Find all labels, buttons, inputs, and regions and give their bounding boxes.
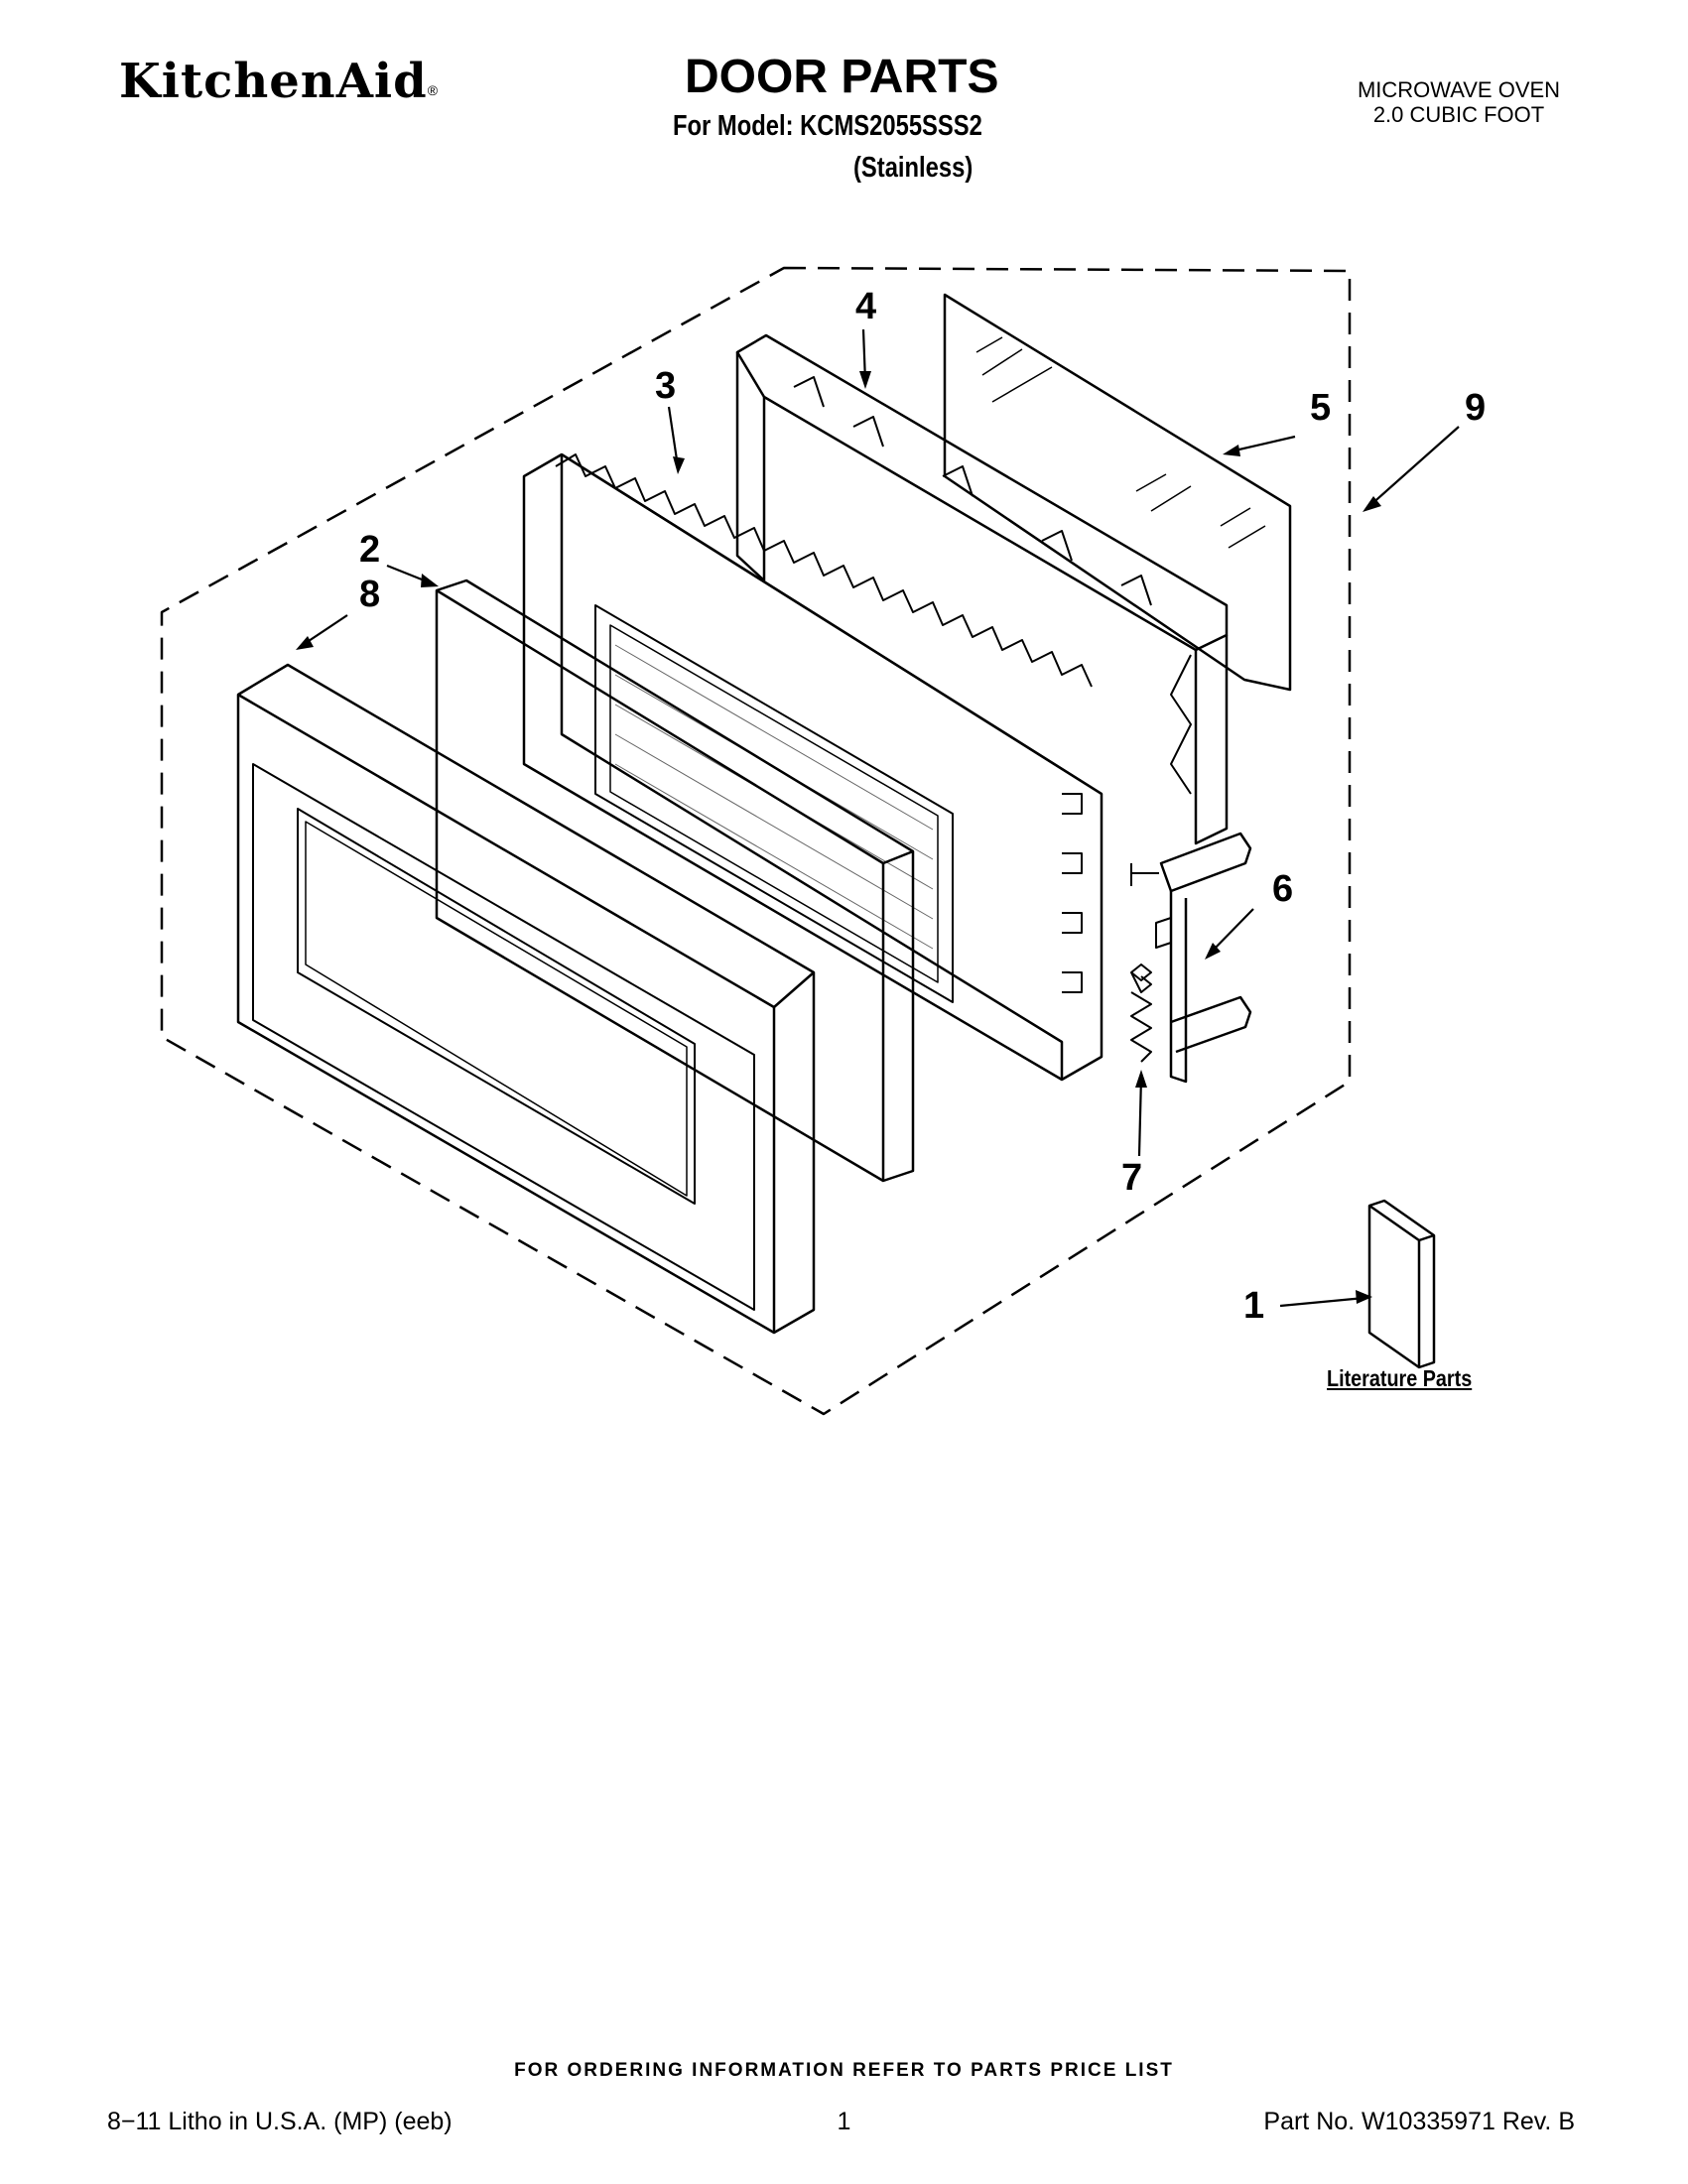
spring-part	[1130, 964, 1152, 1063]
callout-3: 3	[655, 365, 677, 407]
product-line-1: MICROWAVE OVEN	[1357, 77, 1561, 102]
choke-cover-part	[435, 578, 915, 1183]
inner-frame-part	[522, 452, 1104, 1082]
callout-2: 2	[359, 529, 381, 571]
callout-5: 5	[1310, 387, 1332, 429]
product-line-2: 2.0 CUBIC FOOT	[1372, 102, 1545, 127]
callout-7: 7	[1121, 1157, 1143, 1199]
callout-8: 8	[359, 574, 381, 615]
rear-frame-part	[735, 333, 1229, 845]
callout-9: 9	[1465, 387, 1487, 429]
litho-info: 8−11 Litho in U.S.A. (MP) (eeb)	[107, 2108, 453, 2135]
literature-booklet-part	[1367, 1199, 1436, 1369]
part-number: Part No. W10335971 Rev. B	[1263, 2108, 1575, 2135]
registered-mark: ®	[427, 82, 440, 98]
page-number: 1	[837, 2108, 851, 2135]
page-title: DOOR PARTS	[685, 51, 999, 103]
product-description: MICROWAVE OVEN 2.0 CUBIC FOOT	[1310, 77, 1608, 127]
ordering-note: FOR ORDERING INFORMATION REFER TO PARTS …	[514, 2060, 1174, 2081]
outer-door-part	[236, 663, 816, 1335]
assembly-boundary	[160, 266, 1352, 1416]
callout-1: 1	[1243, 1285, 1265, 1327]
latch-lever-part	[1130, 832, 1252, 1084]
model-line: For Model: KCMS2055SSS2	[673, 110, 982, 142]
leader-lines	[302, 328, 1460, 1308]
brand-name: KitchenAid	[119, 54, 428, 109]
callout-4: 4	[855, 286, 877, 327]
model-variant: (Stainless)	[853, 152, 974, 184]
callout-6: 6	[1272, 868, 1294, 910]
leader-arrowheads	[296, 371, 1381, 1304]
glass-panel-part	[943, 293, 1292, 692]
kitchenaid-logo: KitchenAid®	[119, 58, 439, 105]
literature-parts-label: Literature Parts	[1327, 1365, 1473, 1391]
